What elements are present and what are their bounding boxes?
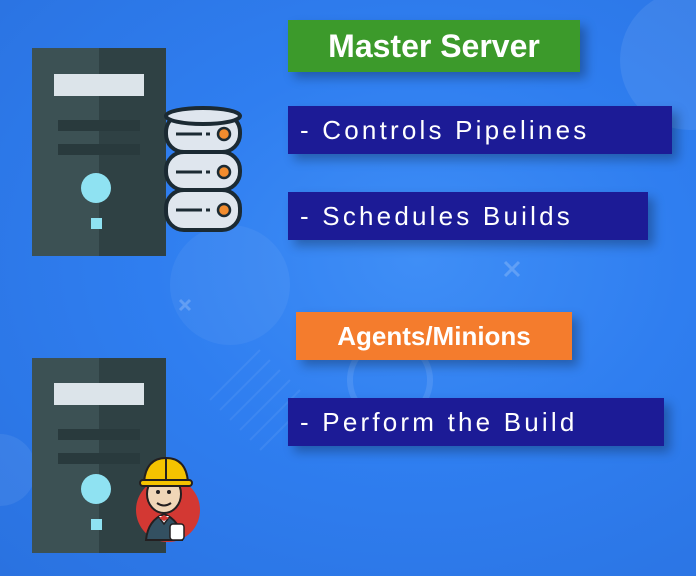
agents-bullet-text: - Perform the Build (300, 406, 578, 437)
agents-minions-heading-text: Agents/Minions (337, 320, 531, 351)
master-server-tower-icon (32, 48, 166, 256)
master-bullet-schedules-builds: - Schedules Builds (288, 192, 648, 240)
jenkins-butler-mascot-icon (136, 456, 200, 542)
master-bullet-text: - Controls Pipelines (300, 114, 590, 145)
master-server-heading: Master Server (288, 20, 580, 72)
agents-minions-heading: Agents/Minions (296, 312, 572, 360)
agents-bullet-perform-build: - Perform the Build (288, 398, 664, 446)
master-bullet-controls-pipelines: - Controls Pipelines (288, 106, 672, 154)
master-server-heading-text: Master Server (328, 27, 540, 64)
database-stack-icon (164, 106, 242, 232)
master-bullet-text: - Schedules Builds (300, 200, 573, 231)
